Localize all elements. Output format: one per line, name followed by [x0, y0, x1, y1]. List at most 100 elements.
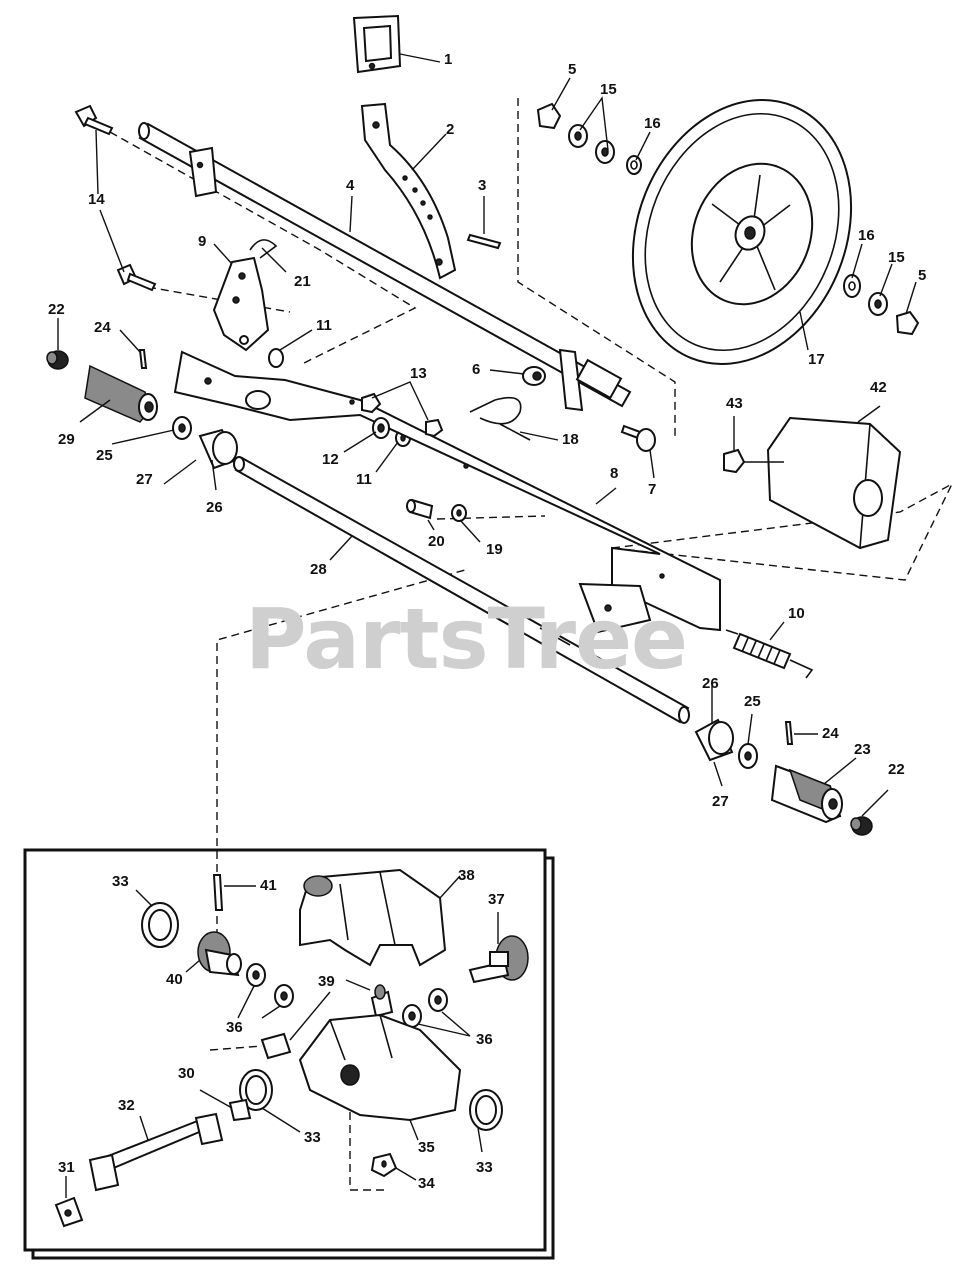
callout-5-rear[interactable]: 5	[918, 267, 927, 284]
part-28-reel-shaft[interactable]	[233, 456, 690, 724]
callout-7[interactable]: 7	[648, 481, 657, 498]
callout-5[interactable]: 5	[568, 61, 577, 78]
callout-33-b[interactable]: 33	[304, 1129, 321, 1146]
callout-36[interactable]: 36	[226, 1019, 243, 1036]
callout-3[interactable]: 3	[478, 177, 487, 194]
part-18-spring[interactable]	[469, 396, 531, 441]
callout-22-b[interactable]: 22	[888, 761, 905, 778]
wheel-hardware-front[interactable]	[536, 102, 642, 175]
callout-22[interactable]: 22	[48, 301, 65, 318]
callout-27[interactable]: 27	[136, 471, 153, 488]
part-33-snap-ring-2[interactable]	[239, 1069, 273, 1111]
callout-41[interactable]: 41	[260, 877, 277, 894]
part-36-washers[interactable]	[246, 963, 448, 1028]
callout-2[interactable]: 2	[446, 121, 455, 138]
callout-42[interactable]: 42	[870, 379, 887, 396]
callout-38[interactable]: 38	[458, 867, 475, 884]
part-6-bushing[interactable]	[522, 366, 546, 386]
callout-10[interactable]: 10	[788, 605, 805, 622]
part-31-end-cap[interactable]	[54, 1196, 84, 1228]
callout-28[interactable]: 28	[310, 561, 327, 578]
callout-4[interactable]: 4	[346, 177, 355, 194]
part-24-pin-left[interactable]	[138, 349, 148, 369]
part-25-washer-left[interactable]	[172, 416, 192, 440]
part-17-rear-wheel[interactable]	[595, 67, 890, 397]
part-2-height-bracket[interactable]	[360, 102, 457, 280]
part-20-pin[interactable]	[406, 498, 434, 520]
callout-29[interactable]: 29	[58, 431, 75, 448]
callout-13[interactable]: 13	[410, 365, 427, 382]
callout-40[interactable]: 40	[166, 971, 183, 988]
part-33-snap-ring-3[interactable]	[469, 1089, 503, 1131]
part-41-pin[interactable]	[212, 874, 224, 911]
part-1-height-pad[interactable]	[352, 14, 402, 74]
part-26-bearing-left[interactable]	[198, 428, 238, 470]
wheel-hardware-rear[interactable]	[843, 274, 920, 336]
callout-35[interactable]: 35	[418, 1139, 435, 1156]
callout-17[interactable]: 17	[808, 351, 825, 368]
part-25-washer-right[interactable]	[738, 743, 758, 769]
callout-24-b[interactable]: 24	[822, 725, 839, 742]
part-34-nut[interactable]	[370, 1152, 398, 1178]
part-10-extension-spring[interactable]	[725, 629, 814, 679]
callout-32[interactable]: 32	[118, 1097, 135, 1114]
callout-6[interactable]: 6	[472, 361, 481, 378]
part-33-snap-ring-1[interactable]	[141, 902, 179, 948]
callout-19[interactable]: 19	[486, 541, 503, 558]
callout-34[interactable]: 34	[418, 1175, 435, 1192]
callout-15-rear[interactable]: 15	[888, 249, 905, 266]
part-26-bearing-right[interactable]	[694, 718, 734, 762]
callout-9[interactable]: 9	[198, 233, 207, 250]
part-7-shoulder-bolt[interactable]	[620, 424, 656, 452]
part-22-screw-right[interactable]	[850, 816, 873, 836]
callout-16-rear[interactable]: 16	[858, 227, 875, 244]
part-13-nuts[interactable]	[361, 392, 444, 438]
callout-33-c[interactable]: 33	[476, 1159, 493, 1176]
callout-23[interactable]: 23	[854, 741, 871, 758]
callout-12[interactable]: 12	[322, 451, 339, 468]
callout-21[interactable]: 21	[294, 273, 311, 290]
callout-8[interactable]: 8	[610, 465, 619, 482]
part-43-nut[interactable]	[723, 448, 784, 474]
callout-25-b[interactable]: 25	[744, 693, 761, 710]
callout-33[interactable]: 33	[112, 873, 129, 890]
callout-30[interactable]: 30	[178, 1065, 195, 1082]
part-3-cotter-pin[interactable]	[466, 233, 502, 250]
callout-18[interactable]: 18	[562, 431, 579, 448]
callout-1[interactable]: 1	[444, 51, 453, 68]
callout-15[interactable]: 15	[600, 81, 617, 98]
callout-36-b[interactable]: 36	[476, 1031, 493, 1048]
callout-16[interactable]: 16	[644, 115, 661, 132]
part-42-cover[interactable]	[766, 416, 902, 550]
callout-26-b[interactable]: 26	[702, 675, 719, 692]
part-24-pin-right[interactable]	[784, 721, 794, 745]
callout-11-b[interactable]: 11	[356, 471, 372, 488]
callout-27-b[interactable]: 27	[712, 793, 729, 810]
part-12-washer[interactable]	[372, 417, 390, 439]
part-22-screw-left[interactable]	[46, 350, 69, 370]
part-35-gear-case[interactable]	[298, 1013, 462, 1122]
callout-37[interactable]: 37	[488, 891, 505, 908]
part-40-pinion-gear[interactable]	[197, 931, 242, 977]
callout-39[interactable]: 39	[318, 973, 335, 990]
part-23-right-roller-pinion[interactable]	[770, 764, 843, 824]
callout-26[interactable]: 26	[206, 499, 223, 516]
part-32-drive-shaft[interactable]	[88, 1112, 224, 1192]
callout-14[interactable]: 14	[88, 191, 105, 208]
part-37-bevel-gear[interactable]	[468, 935, 529, 984]
callout-11[interactable]: 11	[316, 317, 332, 334]
callout-43[interactable]: 43	[726, 395, 743, 412]
part-38-gear-housing-cover[interactable]	[299, 868, 447, 967]
part-4-rear-axle[interactable]	[138, 122, 632, 412]
callout-24[interactable]: 24	[94, 319, 111, 336]
part-8-frame-bar[interactable]	[173, 350, 721, 634]
part-29-left-roller-pinion[interactable]	[84, 364, 158, 423]
part-19-washer[interactable]	[451, 504, 467, 522]
part-39-grease-fittings[interactable]	[260, 984, 394, 1060]
callout-31[interactable]: 31	[58, 1159, 75, 1176]
part-9-lever-plate[interactable]	[212, 256, 270, 352]
callout-25[interactable]: 25	[96, 447, 113, 464]
part-30-square-bushing[interactable]	[228, 1098, 252, 1122]
callout-20[interactable]: 20	[428, 533, 445, 550]
part-21-hair-pin[interactable]	[249, 239, 278, 259]
